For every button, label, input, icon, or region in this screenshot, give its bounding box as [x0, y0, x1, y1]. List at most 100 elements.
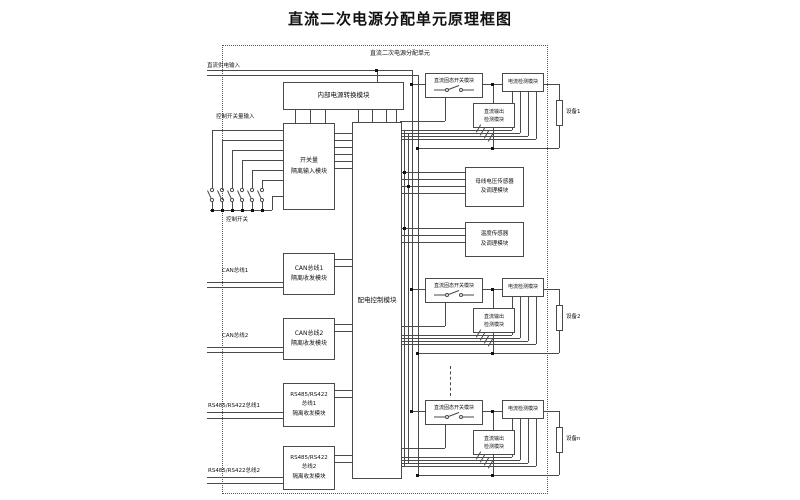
wire	[212, 202, 213, 210]
diagram-title: 直流二次电源分配单元原理框图	[287, 10, 512, 28]
wire	[232, 150, 283, 151]
block-label: RS485/RS422	[290, 391, 328, 398]
block-label: 内部电源转换模块	[317, 91, 370, 100]
wire	[386, 108, 387, 122]
wire	[445, 423, 446, 448]
switch-signal-input-label: 控制开关量输入	[216, 114, 255, 120]
junction-dot	[410, 410, 413, 413]
wire	[493, 331, 494, 353]
rs485-1-input-label: RS485/RS422总线1	[208, 403, 260, 409]
block-label: 直流输出	[483, 435, 504, 442]
junction-dot	[491, 147, 494, 150]
wire	[412, 289, 425, 290]
wire	[493, 453, 494, 475]
control-switch-label: 控制开关	[226, 217, 249, 223]
wire	[400, 335, 512, 336]
wire	[262, 202, 263, 210]
bus-voltage-sensor-module: 母线电压传感器 及调理模块	[465, 167, 524, 207]
wire	[262, 180, 263, 188]
wire	[400, 338, 520, 339]
wire	[272, 196, 273, 210]
dc-output-detect-module-1: 直流输出 检测模块	[473, 103, 515, 128]
wire	[212, 130, 213, 188]
temperature-sensor-module: 温度传感器 及调理模块	[465, 222, 524, 257]
wire	[404, 130, 405, 466]
block-label: 直流固态开关模块	[433, 77, 474, 84]
wire	[536, 90, 537, 139]
junction-dot	[416, 352, 419, 355]
junction-dot	[491, 410, 494, 413]
wire	[333, 390, 352, 391]
wire	[493, 411, 494, 430]
wire	[536, 417, 537, 466]
wire	[333, 462, 352, 463]
device-load-resistor-2	[556, 305, 563, 331]
current-detect-module-2: 电流检测模块	[502, 278, 544, 297]
junction-dot	[241, 209, 244, 212]
device-label-2: 设备2	[566, 314, 581, 320]
wire	[333, 161, 352, 162]
wire	[333, 455, 352, 456]
block-label: CAN总线1	[294, 264, 324, 272]
wire	[232, 202, 233, 210]
block-label: 检测模块	[483, 321, 504, 328]
wire	[400, 457, 512, 458]
wire	[400, 121, 445, 122]
wire	[400, 466, 536, 467]
wire	[559, 451, 560, 475]
junction-dot	[407, 185, 410, 188]
dc-solid-state-switch-module-3: 直流固态开关模块	[425, 400, 483, 425]
wire	[400, 344, 536, 345]
block-label: 隔离收发模块	[292, 473, 326, 480]
switch-contact-icon	[434, 412, 474, 420]
block-label: 直流固态开关模块	[433, 282, 474, 289]
wire	[418, 148, 559, 149]
junction-dot	[491, 352, 494, 355]
distribution-control-module: 配电控制模块	[352, 122, 402, 479]
block-label: 隔离收发模块	[292, 410, 326, 417]
block-label: 总线1	[301, 401, 317, 408]
block-label: 电流检测模块	[507, 284, 538, 291]
wire	[377, 70, 378, 82]
wire	[493, 126, 494, 148]
device-load-resistor-1	[556, 100, 563, 126]
wire	[222, 140, 223, 188]
block-label: 及调理模块	[480, 188, 509, 194]
wire	[252, 170, 253, 188]
wire	[528, 295, 529, 341]
wire	[520, 417, 521, 460]
wire	[295, 108, 296, 123]
continuation-ellipsis	[450, 366, 451, 396]
unit-boundary-label: 直流二次电源分配单元	[369, 50, 430, 57]
wire	[333, 147, 352, 148]
wire	[400, 133, 520, 134]
wire	[445, 96, 446, 121]
wire	[207, 75, 418, 76]
junction-dot	[491, 83, 494, 86]
wire	[400, 463, 528, 464]
wire	[520, 90, 521, 133]
toggle-switch-icon	[247, 187, 255, 203]
wire	[207, 347, 283, 348]
can1-input-label: CAN总线1	[222, 268, 249, 274]
rs485-1-isolated-transceiver-module: RS485/RS422 总线1 隔离收发模块	[283, 383, 335, 427]
wire	[333, 133, 352, 134]
block-label: 直流输出	[483, 313, 504, 320]
toggle-switch-icon	[257, 187, 265, 203]
dc-solid-state-switch-module-2: 直流固态开关模块	[425, 278, 483, 303]
wire	[242, 160, 243, 188]
wire	[542, 84, 559, 85]
junction-dot	[251, 209, 254, 212]
wire	[333, 259, 352, 260]
wire	[207, 483, 283, 484]
wire	[242, 160, 283, 161]
wire	[400, 139, 536, 140]
wire	[400, 228, 465, 229]
block-label: 隔离收发模块	[290, 275, 327, 282]
wire	[400, 448, 445, 449]
wire	[542, 289, 559, 290]
internal-power-conversion-module: 内部电源转换模块	[283, 82, 404, 110]
can1-isolated-transceiver-module: CAN总线1 隔离收发模块	[283, 253, 335, 295]
block-label: RS485/RS422	[290, 454, 328, 461]
wire	[412, 411, 425, 412]
